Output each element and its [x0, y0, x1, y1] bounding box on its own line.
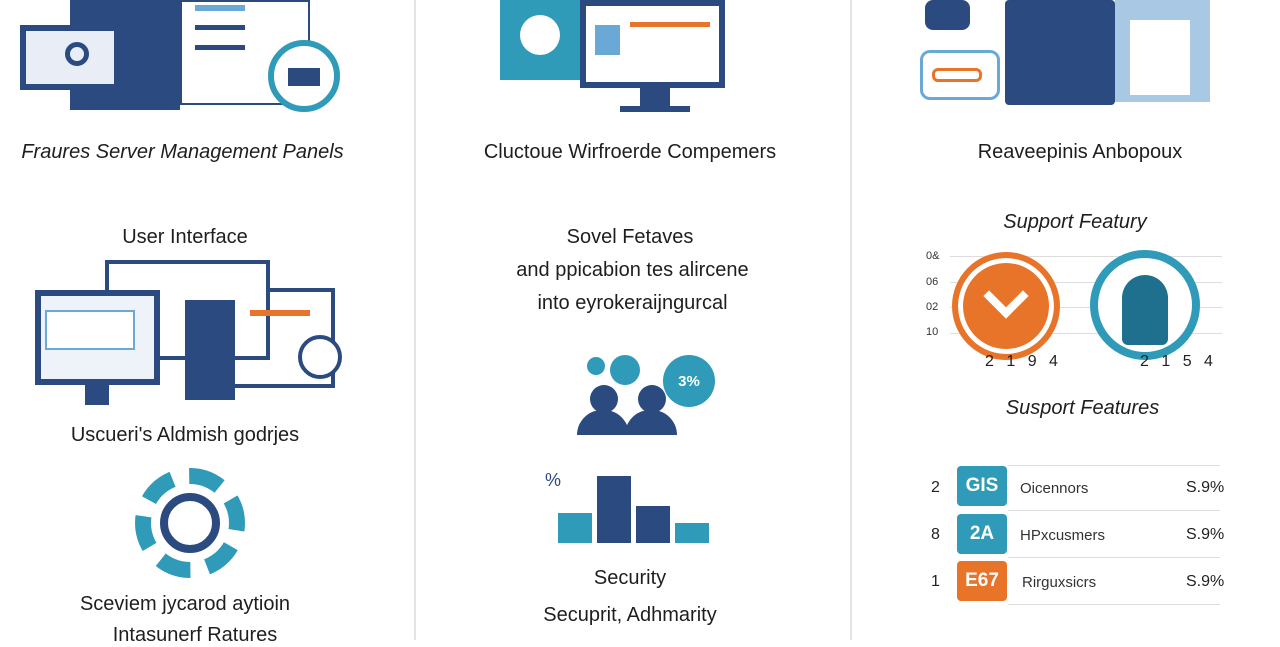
monitor-illustration: [500, 0, 725, 115]
mini-bar-chart: %: [545, 470, 715, 545]
chart-bar: [558, 513, 592, 543]
row-label: Oicennors: [1020, 480, 1089, 497]
axis-label: 06: [926, 276, 939, 288]
left-title: Fraures Server Management Panels: [21, 141, 344, 163]
row-badge: GIS: [957, 466, 1007, 506]
row-label: Rirguxsicrs: [1022, 574, 1097, 591]
row-value: S.9%: [1186, 479, 1225, 496]
middle-line-2: and ppicabion tes alircene: [516, 259, 749, 281]
chart-bar: [597, 476, 631, 543]
row-value: S.9%: [1186, 573, 1225, 590]
support-title: Support Featury: [1003, 211, 1147, 233]
circle2-numbers: 2 1 5 4: [1140, 353, 1217, 370]
section-user-interface: User Interface: [122, 226, 248, 248]
row-badge: E67: [957, 561, 1007, 601]
right-title: Reaveepinis Anbopoux: [977, 141, 1183, 163]
column-divider: [850, 0, 852, 640]
section-admin: Uscueri's Aldmish godrjes: [70, 424, 300, 446]
axis-label: 10: [926, 326, 939, 338]
column-divider: [414, 0, 416, 640]
row-rank: 2: [931, 479, 940, 496]
row-label: HPxcusmers: [1020, 527, 1106, 544]
middle-title: Cluctoue Wirfroerde Compemers: [483, 141, 777, 163]
middle-line-3: into eyrokeraijngurcal: [537, 292, 728, 314]
axis-label: 0&: [926, 250, 940, 262]
row-rank: 1: [931, 573, 940, 590]
middle-line-1: Sovel Fetaves: [566, 226, 694, 248]
chart-bar: [675, 523, 709, 543]
row-badge: 2A: [957, 514, 1007, 554]
server-panel-illustration: [20, 0, 350, 115]
chart-bar: [636, 506, 670, 543]
gear-icon: [65, 42, 89, 66]
section-security: Security: [593, 567, 667, 589]
people-icon: 3%: [575, 355, 725, 435]
row-rank: 8: [931, 526, 940, 543]
speech-bubble: 3%: [663, 355, 715, 407]
chart-mark: %: [545, 470, 562, 490]
server-rack-illustration: [920, 0, 1215, 108]
check-badge-icon: [952, 252, 1060, 360]
circle1-numbers: 2 1 9 4: [985, 353, 1062, 370]
features-title: Susport Features: [1005, 397, 1160, 419]
devices-illustration: [35, 260, 355, 408]
section-security-admin: Secuprit, Adhmarity: [543, 604, 717, 626]
target-icon: [160, 493, 220, 553]
axis-label: 02: [926, 301, 939, 313]
section-service: Sceviem jycarod aytioin: [79, 593, 291, 615]
row-value: S.9%: [1186, 526, 1225, 543]
bubble-value: 3%: [678, 372, 700, 390]
magnifier-icon: [298, 335, 342, 379]
section-features: Intasunerf Ratures: [112, 624, 278, 646]
